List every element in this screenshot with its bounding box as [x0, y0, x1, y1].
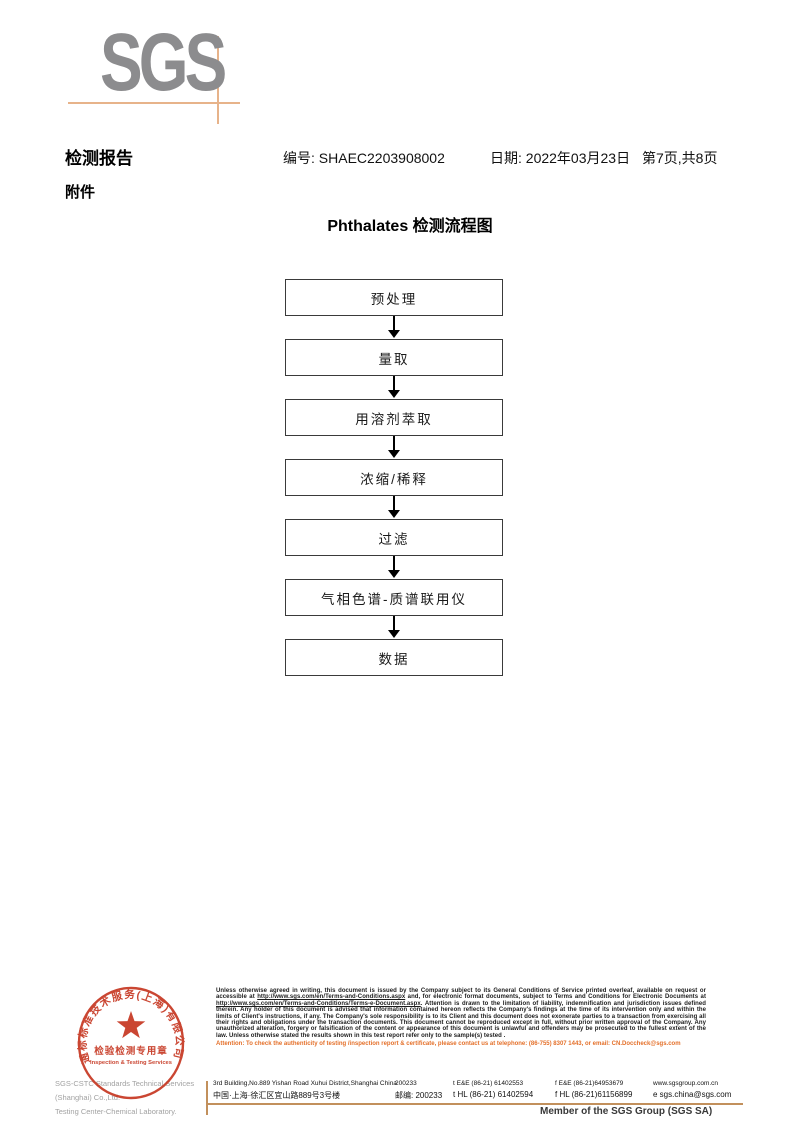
logo-crosshair-horizontal: [68, 102, 240, 104]
stamp-subtitle: Inspection & Testing Services: [90, 1060, 172, 1066]
fax-en: f E&E (86-21)64953679: [555, 1080, 624, 1087]
logo-crosshair-vertical: [217, 36, 219, 124]
building-address-en: 3rd Building,No.889 Yishan Road Xuhui Di…: [213, 1080, 397, 1087]
tel-cn: t HL (86-21) 61402594: [453, 1090, 534, 1099]
company-name-en: SGS-CSTC Standards Technical Services (S…: [55, 1079, 195, 1102]
report-title: 检测报告: [65, 149, 133, 168]
contact-email[interactable]: e sgs.china@sgs.com: [653, 1090, 732, 1099]
legal-text: Unless otherwise agreed in writing, this…: [216, 988, 706, 1039]
stamp-title: 检验检测专用章: [94, 1045, 168, 1057]
address-row-cn: 中国·上海·徐汇区宜山路889号3号楼 邮编: 200233 t HL (86-…: [213, 1090, 748, 1101]
legal-part-3: . Attention is drawn to the limitation o…: [216, 1000, 706, 1039]
arrow-down-icon: [285, 496, 503, 519]
flowchart: 预处理 量取 用溶剂萃取 浓缩/稀释 过滤 气相色谱-质谱联用仪 数据: [285, 279, 503, 676]
company-stamp: 通标标准技术服务(上海)有限公司 检验检测专用章 Inspection & Te…: [76, 986, 185, 1100]
arrow-down-icon: [285, 616, 503, 639]
attachment-label: 附件: [65, 184, 96, 201]
fax-cn: f HL (86-21)61156899: [555, 1090, 633, 1099]
sgs-logo-text: SGS: [100, 17, 227, 108]
doccheck-email[interactable]: CN.Doccheck@sgs.com: [611, 1041, 681, 1048]
attention-note: Attention: To check the authenticity of …: [216, 1041, 706, 1047]
stamp-ring: [77, 986, 185, 1100]
arrow-down-icon: [285, 376, 503, 399]
report-number: 编号: SHAEC2203908002: [283, 150, 445, 166]
legal-part-2: and, for electronic format documents, su…: [405, 994, 706, 1001]
address-row-en: 3rd Building,No.889 Yishan Road Xuhui Di…: [213, 1080, 748, 1087]
website-url[interactable]: www.sgsgroup.com.cn: [653, 1080, 719, 1087]
terms-link[interactable]: http://www.sgs.com/en/Terms-and-Conditio…: [257, 994, 406, 1001]
attention-text: Attention: To check the authenticity of …: [216, 1041, 612, 1048]
flow-step-data: 数据: [285, 639, 503, 676]
legal-part-1: Unless otherwise agreed in writing, this…: [216, 988, 706, 1001]
report-date: 日期: 2022年03月23日: [490, 150, 631, 166]
arrow-down-icon: [285, 556, 503, 579]
address-divider-horizontal: [206, 1103, 743, 1105]
address-divider-vertical: [206, 1081, 208, 1115]
terms-e-document-link[interactable]: http://www.sgs.com/en/Terms-and-Conditio…: [216, 1000, 421, 1007]
flow-step-measure: 量取: [285, 339, 503, 376]
page-indicator: 第7页,共8页: [642, 150, 718, 166]
flow-step-solvent-extraction: 用溶剂萃取: [285, 399, 503, 436]
flow-step-filter: 过滤: [285, 519, 503, 556]
flow-step-concentrate-dilute: 浓缩/稀释: [285, 459, 503, 496]
flow-step-pretreatment: 预处理: [285, 279, 503, 316]
sgs-logo: SGS: [65, 17, 250, 128]
tel-en: t E&E (86-21) 61402553: [453, 1080, 524, 1087]
postcode-cn: 邮编: 200233: [395, 1091, 443, 1100]
postcode-en: 200233: [395, 1080, 417, 1087]
member-line: Member of the SGS Group (SGS SA): [540, 1106, 713, 1117]
arrow-down-icon: [285, 436, 503, 459]
arrow-down-icon: [285, 316, 503, 339]
company-name-block: SGS-CSTC Standards Technical Services (S…: [55, 1077, 220, 1119]
company-lab-name: Testing Center-Chemical Laboratory.: [55, 1107, 177, 1116]
flowchart-title: Phthalates 检测流程图: [327, 218, 493, 235]
building-address-cn: 中国·上海·徐汇区宜山路889号3号楼: [213, 1091, 341, 1100]
legal-block: Unless otherwise agreed in writing, this…: [216, 988, 706, 1048]
flow-step-gcms: 气相色谱-质谱联用仪: [285, 579, 503, 616]
star-icon: [116, 1011, 146, 1039]
